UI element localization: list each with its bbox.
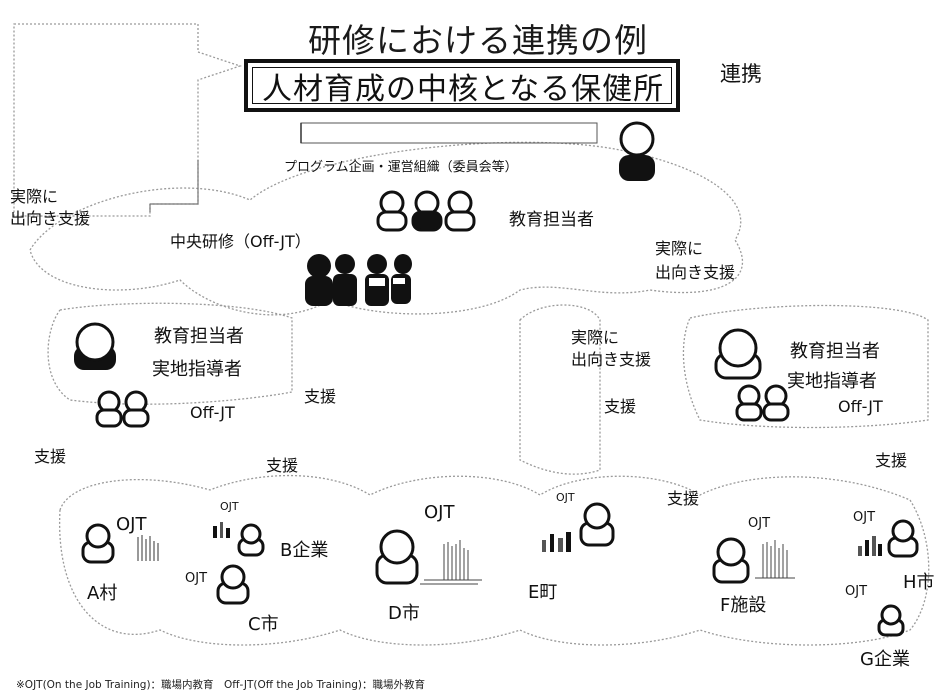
buildings-icon: [858, 536, 882, 556]
support-label: 支援: [875, 451, 908, 470]
support-label: 支援: [266, 456, 299, 475]
ojt-label: OJT: [185, 571, 208, 586]
site-name: H市: [903, 572, 935, 593]
support-label: 支援: [604, 397, 637, 416]
person-icon: [877, 604, 905, 637]
link-label: 連携: [720, 62, 762, 86]
footnote: ※OJT(On the Job Training)：職場内教育 Off-JT(O…: [16, 679, 425, 691]
left-offjt-label: Off-JT: [190, 403, 235, 422]
ojt-label: OJT: [116, 514, 147, 535]
right-education-staff: 教育担当者: [790, 341, 880, 362]
onsite-support-left: 実際に 出向き支援: [10, 187, 91, 228]
site-name: C市: [248, 614, 279, 635]
page-title: 研修における連携の例: [308, 21, 648, 60]
onsite-support-middle: 実際に 出向き支援: [571, 328, 652, 369]
right-field-instructor: 実地指導者: [787, 371, 877, 392]
person-icon: [237, 523, 265, 557]
left-field-instructor: 実地指導者: [152, 359, 242, 380]
site-name: D市: [388, 603, 420, 624]
site-name: A村: [87, 583, 118, 604]
ojt-label: OJT: [748, 516, 771, 531]
onsite-support-right: 実際に 出向き支援: [655, 239, 736, 282]
person-icon: [375, 529, 419, 585]
offjt-people-icon: [735, 384, 790, 422]
ojt-label: OJT: [556, 491, 575, 504]
person-icon: [81, 523, 115, 564]
support-label: 支援: [34, 447, 67, 466]
buildings-icon: [213, 522, 230, 538]
education-staff-label: 教育担当者: [509, 210, 594, 230]
buildings-icon: [755, 540, 795, 579]
site-name: G企業: [860, 649, 910, 670]
person-icon: [714, 328, 762, 380]
central-training-label: 中央研修（Off-JT）: [170, 232, 311, 251]
ojt-label: OJT: [220, 500, 239, 513]
site-name: B企業: [280, 540, 329, 561]
right-offjt-label: Off-JT: [838, 397, 883, 416]
person-icon: [887, 519, 919, 558]
site-name: F施設: [720, 595, 767, 616]
core-box: [244, 59, 680, 112]
person-icon: [579, 502, 615, 547]
program-label: プログラム企画・運営組織（委員会等）: [284, 160, 518, 175]
offjt-people-icon: [95, 390, 150, 428]
person-icon: [216, 564, 250, 605]
person-icon: [712, 537, 750, 584]
site-name: E町: [528, 582, 558, 603]
buildings-icon: [137, 535, 159, 561]
left-education-staff: 教育担当者: [154, 326, 244, 347]
ojt-label: OJT: [845, 584, 868, 599]
ojt-label: OJT: [853, 510, 876, 525]
support-label: 支援: [667, 489, 700, 508]
person-icon: [619, 121, 655, 181]
person-icon: [74, 322, 116, 370]
buildings-icon: [542, 532, 571, 552]
ojt-label: OJT: [424, 502, 455, 523]
education-staff-icons: [376, 190, 476, 232]
meeting-people-icon: [305, 254, 412, 306]
buildings-icon: [420, 540, 482, 585]
core-label: 人材育成の中核となる保健所: [262, 72, 665, 107]
support-label: 支援: [304, 387, 337, 406]
